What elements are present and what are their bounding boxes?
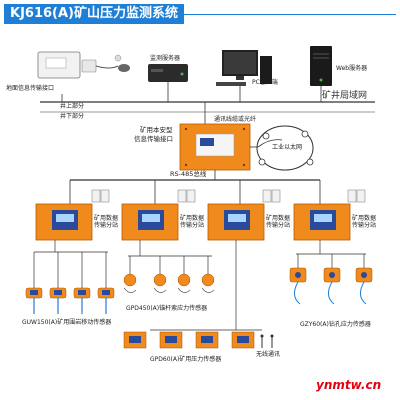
gateway-device-icon <box>37 51 130 79</box>
substation-label-4: 矿用数据 传输分站 <box>352 215 377 230</box>
ethernet-ring <box>256 125 314 171</box>
above-ground-label: 井上部分 <box>60 103 85 110</box>
mobile-sensor-icons <box>25 287 115 314</box>
mobile-sensor-label: GUW150(A)矿用围岩移动传感器 <box>22 319 112 326</box>
title-underline <box>184 14 396 15</box>
gateway-label: 地面信息传输接口 <box>6 85 55 92</box>
substation-label-1: 矿用数据 传输分站 <box>94 215 119 230</box>
web-server-label: Web服务器 <box>336 65 368 72</box>
pc-client-label: PC客户端 <box>252 79 278 86</box>
borehole-sensor-icons <box>289 267 373 305</box>
wireless-label: 无线通讯 <box>256 351 281 358</box>
substation-box-2 <box>121 203 179 241</box>
wireless-antenna-icon <box>260 334 274 348</box>
server-label: 监测服务器 <box>150 55 181 62</box>
watermark: ynmtw.cn <box>316 378 382 392</box>
substation-box-4 <box>293 203 351 241</box>
page-title: KJ616(A)矿山压力监测系统 <box>4 4 184 24</box>
substation-label-3: 矿用数据 传输分站 <box>266 215 291 230</box>
borehole-sensor-label: GZY60(A)钻孔应力传感器 <box>300 321 371 328</box>
main-box-label-2: 信息传输接口 <box>134 135 173 143</box>
bolt-sensor-label: GPD450(A)锚杆索应力传感器 <box>126 305 208 312</box>
substation-label-2: 矿用数据 传输分站 <box>180 215 205 230</box>
pressure-sensor-label: GPD60(A)矿用压力传感器 <box>150 356 222 363</box>
main-box-label-1: 矿用本安型 <box>140 126 173 134</box>
bolt-sensor-icons <box>123 273 215 293</box>
below-ground-label: 井下部分 <box>60 113 85 120</box>
lan-label: 矿井局域网 <box>322 91 368 101</box>
fiber-label: 通讯线缆或光纤 <box>214 116 257 123</box>
ethernet-label: 工业以太网 <box>272 144 303 151</box>
monitor-server-icon <box>148 64 188 82</box>
web-server-icon <box>310 46 332 86</box>
title-bar: KJ616(A)矿山压力监测系统 <box>0 0 400 26</box>
pc-client-icon <box>216 50 272 86</box>
rs485-label: RS-485总线 <box>170 170 207 178</box>
pressure-sensor-icons <box>123 331 255 349</box>
substation-box-1 <box>35 203 93 241</box>
main-interface-box <box>179 123 251 171</box>
substation-box-3 <box>207 203 265 241</box>
